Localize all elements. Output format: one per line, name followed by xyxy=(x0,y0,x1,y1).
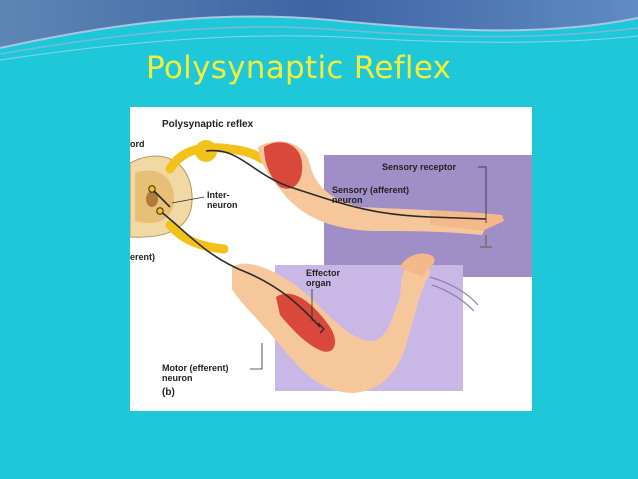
efferent-label-fragment: erent) xyxy=(130,252,156,262)
effector-terminal xyxy=(317,322,325,334)
leader-line-motor xyxy=(250,343,263,370)
header-wave-decoration xyxy=(0,0,638,61)
sensory-receptor-label: Sensory receptor xyxy=(382,162,457,172)
figure-heading: Polysynaptic reflex xyxy=(162,119,254,130)
motor-neuron-path xyxy=(159,210,321,328)
hand xyxy=(400,253,435,277)
reflex-arc-figure: Polysynaptic reflex ord erent) Sensory r… xyxy=(130,107,532,411)
dorsal-root xyxy=(165,143,267,174)
cord-label-fragment: ord xyxy=(130,139,145,149)
interneuron-label-line1: Inter- xyxy=(207,190,230,200)
ventral-root xyxy=(165,220,229,254)
leader-line-sensory-receptor xyxy=(478,166,487,223)
effector-label-line1: Effector xyxy=(306,268,341,278)
interneuron-cell-body xyxy=(148,185,156,193)
effector-label-line2: organ xyxy=(306,278,332,288)
reflex-arc-illustration xyxy=(130,140,532,393)
motor-neuron-label-line1: Motor (efferent) xyxy=(162,363,229,373)
sensory-neuron-path xyxy=(205,149,487,220)
interneuron-path xyxy=(153,190,171,208)
leader-line-interneuron xyxy=(171,196,205,204)
upper-arm-muscle xyxy=(264,142,303,189)
motion-lines xyxy=(429,276,479,312)
interneuron-label-line2: neuron xyxy=(207,200,238,210)
spinal-cord xyxy=(130,155,193,238)
motor-neuron-cell-body xyxy=(156,207,164,215)
upper-arm xyxy=(258,141,504,235)
sensory-neuron-label-line1: Sensory (afferent) xyxy=(332,185,410,195)
panel-label: (b) xyxy=(162,387,175,398)
lower-arm-muscle xyxy=(276,293,336,352)
sensory-neuron-label-line2: neuron xyxy=(332,195,363,205)
slide-title: Polysynaptic Reflex xyxy=(146,50,452,86)
motor-neuron-label-line2: neuron xyxy=(162,373,193,383)
receptor-stimulus-icon xyxy=(480,235,492,248)
